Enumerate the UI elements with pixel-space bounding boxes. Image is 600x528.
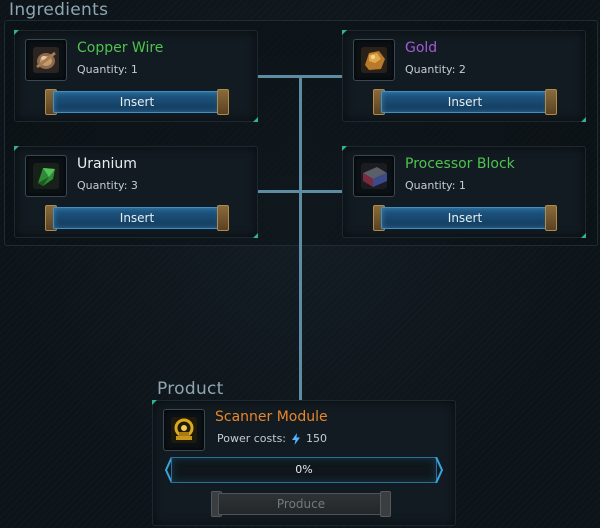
progress-text: 0%: [295, 463, 313, 476]
insert-button-uranium[interactable]: Insert: [45, 205, 229, 231]
product-card: Scanner Module Power costs: 150 0% Produ…: [152, 400, 456, 526]
corner-accent: [581, 117, 586, 122]
ingredient-card-gold: Gold Quantity: 2 Insert: [342, 30, 586, 122]
power-costs-value: 150: [306, 432, 328, 445]
item-name: Copper Wire: [77, 40, 164, 56]
gold-ore-icon: [353, 39, 395, 81]
corner-accent: [152, 400, 157, 405]
corner-accent: [581, 233, 586, 238]
processor-block-icon: [353, 155, 395, 197]
item-name: Processor Block: [405, 156, 515, 172]
item-quantity: Quantity: 3: [77, 179, 138, 192]
uranium-crystal-icon: [25, 155, 67, 197]
item-quantity: Quantity: 2: [405, 63, 466, 76]
ingredients-title: Ingredients: [9, 0, 109, 20]
insert-button-copper-wire[interactable]: Insert: [45, 89, 229, 115]
produce-button-label[interactable]: Produce: [218, 493, 384, 515]
insert-button-label[interactable]: Insert: [53, 91, 221, 113]
insert-button-label[interactable]: Insert: [381, 207, 549, 229]
product-name: Scanner Module: [215, 409, 328, 425]
ingredient-card-uranium: Uranium Quantity: 3 Insert: [14, 146, 258, 238]
corner-accent: [14, 30, 19, 35]
ingredient-card-copper-wire: Copper Wire Quantity: 1 Insert: [14, 30, 258, 122]
ingredient-card-processor-block: Processor Block Quantity: 1 Insert: [342, 146, 586, 238]
produce-button[interactable]: Produce: [211, 491, 391, 517]
copper-wire-icon: [25, 39, 67, 81]
connector-vertical: [299, 75, 302, 401]
progress-bracket-right: [435, 457, 443, 483]
item-name: Uranium: [77, 156, 137, 172]
item-name: Gold: [405, 40, 438, 56]
production-progress-bar: 0%: [165, 457, 443, 483]
corner-accent: [342, 146, 347, 151]
corner-accent: [253, 233, 258, 238]
power-costs-row: Power costs: 150: [217, 432, 327, 445]
item-quantity: Quantity: 1: [77, 63, 138, 76]
insert-button-processor-block[interactable]: Insert: [373, 205, 557, 231]
lightning-icon: [291, 432, 301, 445]
progress-bracket-left: [165, 457, 173, 483]
corner-accent: [253, 117, 258, 122]
insert-button-label[interactable]: Insert: [381, 91, 549, 113]
product-title: Product: [157, 379, 224, 399]
corner-accent: [342, 30, 347, 35]
item-quantity: Quantity: 1: [405, 179, 466, 192]
insert-button-label[interactable]: Insert: [53, 207, 221, 229]
power-costs-label: Power costs:: [217, 432, 287, 445]
scanner-module-icon: [163, 409, 205, 451]
corner-accent: [14, 146, 19, 151]
insert-button-gold[interactable]: Insert: [373, 89, 557, 115]
